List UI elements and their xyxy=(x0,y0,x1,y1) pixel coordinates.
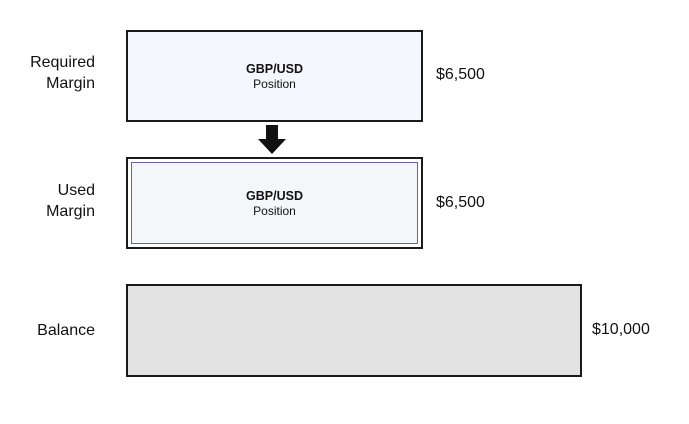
arrow-down-icon xyxy=(258,125,286,154)
used-margin-box: GBP/USD Position xyxy=(126,157,423,249)
used-margin-label: Used Margin xyxy=(46,182,95,220)
required-margin-label: Required Margin xyxy=(30,54,95,92)
required-margin-amount: $6,500 xyxy=(436,66,485,83)
used-margin-inner-frame xyxy=(131,162,418,244)
used-margin-box-title: GBP/USD xyxy=(246,189,303,203)
required-margin-box-subtitle: Position xyxy=(253,77,296,91)
required-margin-box: GBP/USD Position xyxy=(126,30,423,122)
required-margin-box-title: GBP/USD xyxy=(246,62,303,76)
balance-label: Balance xyxy=(37,322,95,339)
used-margin-box-subtitle: Position xyxy=(253,204,296,218)
balance-box xyxy=(126,284,582,377)
balance-amount: $10,000 xyxy=(592,321,650,338)
used-margin-amount: $6,500 xyxy=(436,194,485,211)
